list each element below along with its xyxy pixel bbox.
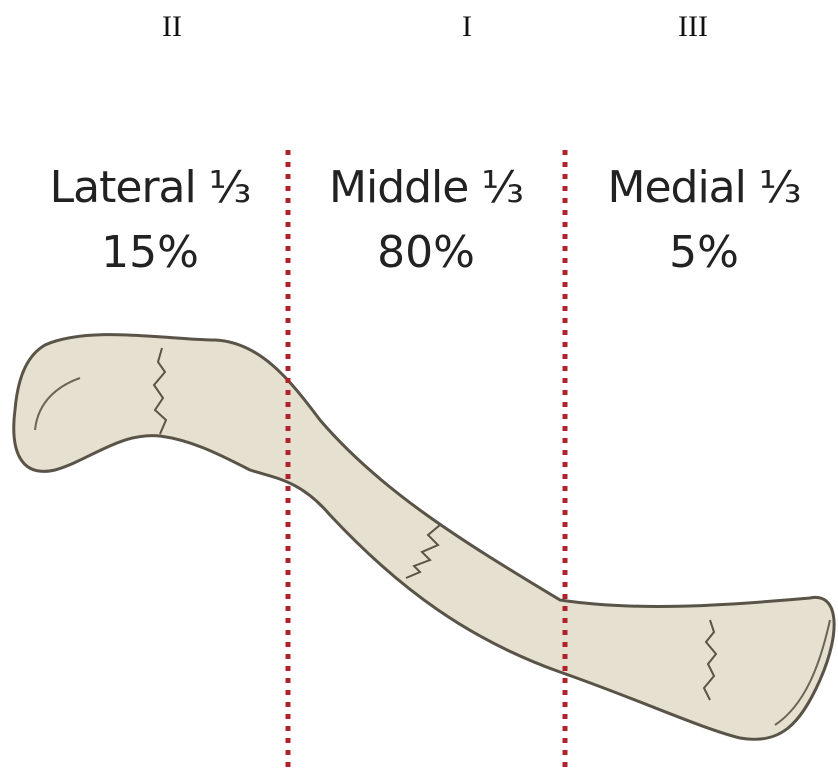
clavicle-diagram (0, 0, 838, 773)
